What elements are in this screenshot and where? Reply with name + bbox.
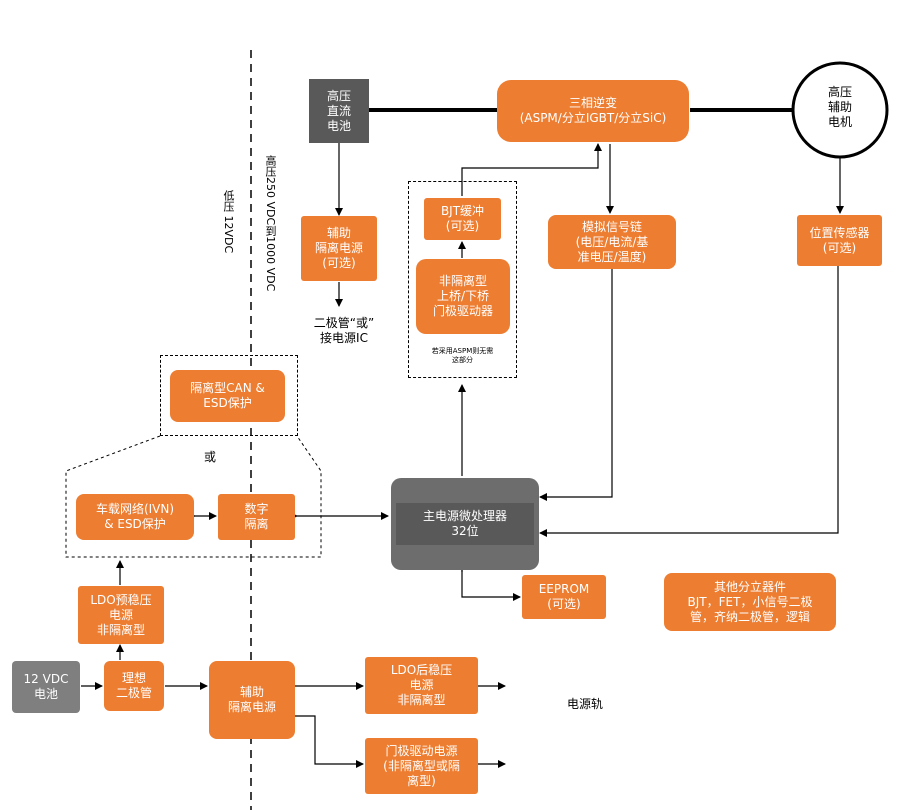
lv-battery: 12 VDC 电池 bbox=[12, 661, 80, 713]
motor-label: 高压 辅助 电机 bbox=[827, 85, 852, 129]
gate-driver-group-border bbox=[408, 181, 517, 378]
diode-or-ic-label: 二极管“或” 接电源IC bbox=[313, 316, 375, 345]
aux-isolated-supply-lv: 辅助 隔离电源 bbox=[209, 661, 295, 739]
aux-isolated-supply-hv: 辅助 隔离电源 (可选) bbox=[301, 216, 377, 281]
position-sensor: 位置传感器 (可选) bbox=[797, 215, 882, 266]
gate-drive-supply: 门极驱动电源 (非隔离型或隔 离型) bbox=[365, 738, 478, 794]
ivn-esd: 车载网络(IVN) & ESD保护 bbox=[76, 494, 194, 540]
ideal-diode: 理想 二极管 bbox=[104, 661, 164, 711]
bjt-buffer: BJT缓冲 (可选) bbox=[424, 198, 501, 240]
digital-isolation: 数字 隔离 bbox=[218, 494, 295, 540]
motor-circle bbox=[791, 61, 889, 159]
other-discretes: 其他分立器件 BJT，FET，小信号二极 管，齐纳二极管，逻辑 bbox=[664, 573, 836, 631]
main-mcu-label: 主电源微处理器 32位 bbox=[396, 503, 534, 545]
isolated-can-esd: 隔离型CAN & ESD保护 bbox=[170, 370, 285, 422]
lv-label: 低压 12VDC bbox=[222, 190, 235, 254]
isolated-can-group-border bbox=[160, 355, 298, 436]
aspm-note: 若采用ASPM则无需 这部分 bbox=[431, 347, 494, 364]
inverter-block: 三相逆变 (ASPM/分立IGBT/分立SiC) bbox=[497, 80, 689, 142]
main-mcu: 主电源微处理器 32位 bbox=[391, 478, 539, 570]
hv-range-label: 高压250 VDC到1000 VDC bbox=[264, 155, 277, 292]
ldo-pre-regulator: LDO预稳压 电源 非隔离型 bbox=[78, 586, 164, 644]
eeprom: EEPROM (可选) bbox=[522, 575, 606, 619]
gate-driver: 非隔离型 上桥/下桥 门极驱动器 bbox=[416, 259, 510, 334]
hv-battery: 高压 直流 电池 bbox=[309, 79, 369, 143]
analog-signal-chain: 模拟信号链 (电压/电流/基 准电压/温度) bbox=[548, 215, 676, 269]
ldo-post-regulator: LDO后稳压 电源 非隔离型 bbox=[365, 657, 478, 714]
power-rail-label: 电源轨 bbox=[566, 697, 603, 711]
or-label: 或 bbox=[203, 450, 216, 464]
